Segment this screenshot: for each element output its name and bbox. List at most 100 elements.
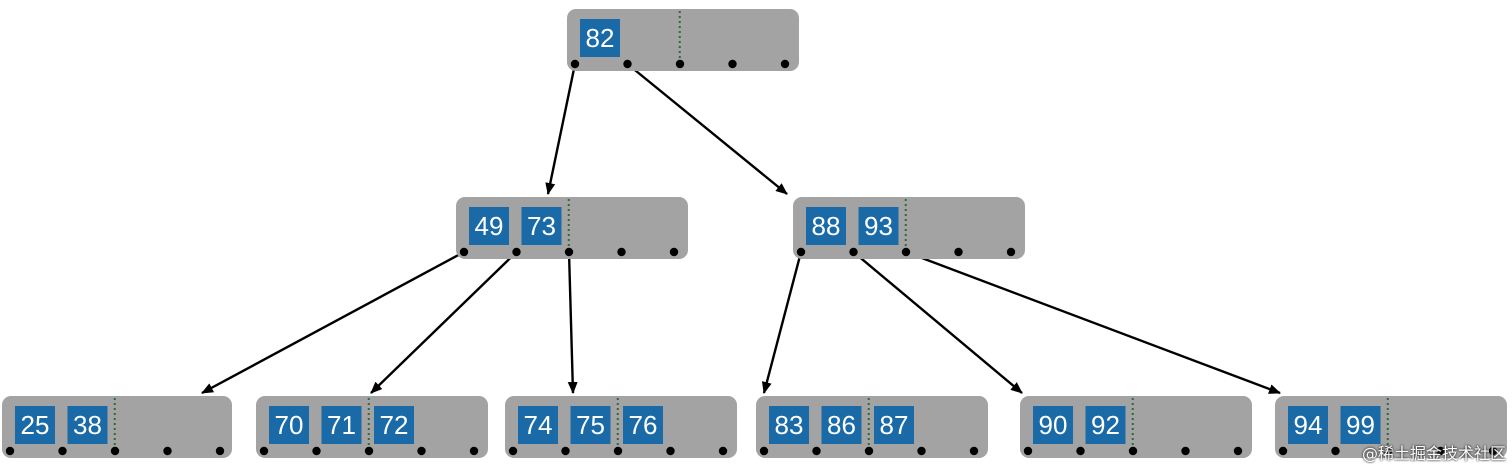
- key-label: 49: [475, 211, 504, 241]
- pointer-dot: [312, 446, 321, 456]
- key-label: 76: [629, 410, 658, 440]
- key-box: [67, 406, 108, 444]
- key-box: [874, 406, 914, 444]
- key-label: 99: [1346, 410, 1375, 440]
- node-background: [1275, 396, 1507, 458]
- key-box: [269, 406, 309, 444]
- pointer-dot: [718, 446, 728, 456]
- pointer-dot: [110, 446, 120, 456]
- watermark: @稀土掘金技术社区: [1361, 444, 1506, 463]
- pointer-dot: [796, 247, 806, 257]
- pointer-dot: [917, 446, 926, 456]
- key-box: [15, 406, 55, 444]
- node-background: [1020, 396, 1252, 458]
- pointer-dot: [623, 59, 632, 69]
- key-label: 83: [775, 410, 804, 440]
- pointer-dot: [1181, 446, 1190, 456]
- pointer-dot: [954, 247, 963, 257]
- pointer-dot: [259, 446, 269, 456]
- pointer-dot: [1278, 446, 1288, 456]
- key-box: [769, 406, 809, 444]
- pointer-dot: [417, 446, 426, 456]
- pointer-dot: [864, 446, 874, 456]
- key-label: 86: [827, 410, 856, 440]
- key-box: [1085, 406, 1126, 444]
- node-background: [756, 396, 988, 458]
- key-box: [821, 406, 862, 444]
- node-background: [256, 396, 488, 458]
- btree-node-mid-left: 49 73: [456, 197, 688, 259]
- key-label: 73: [527, 211, 556, 241]
- key-box: [521, 207, 562, 245]
- btree-node-leaf-1: 25 38: [2, 396, 232, 458]
- pointer-dot: [459, 247, 469, 257]
- pointer-dot: [1023, 446, 1033, 456]
- key-box: [469, 207, 509, 245]
- pointer-dot: [5, 446, 15, 456]
- pointer-dot: [1006, 247, 1016, 257]
- pointer-dot: [1436, 446, 1445, 456]
- pointer-dot: [1076, 446, 1085, 456]
- node-background: [456, 197, 688, 259]
- key-label: 74: [524, 410, 553, 440]
- pointer-dot: [675, 59, 685, 69]
- key-label: 87: [880, 410, 909, 440]
- edge-arrow-root-to-mid-left: [545, 63, 577, 195]
- edge-arrow-mid-left-to-leaf-3: [567, 251, 578, 394]
- key-box: [518, 406, 558, 444]
- pointer-dot: [215, 446, 225, 456]
- key-box: [580, 19, 620, 57]
- edge-arrow-mid-right-to-leaf-4: [761, 251, 803, 394]
- key-label: 92: [1091, 410, 1120, 440]
- edges-layer: [201, 63, 1281, 395]
- pointer-dot: [58, 446, 67, 456]
- edge-arrow-mid-right-to-leaf-6: [905, 250, 1281, 395]
- key-box: [623, 406, 663, 444]
- pointer-dot: [1331, 446, 1340, 456]
- pointer-dot: [666, 446, 675, 456]
- pointer-dot: [901, 247, 911, 257]
- edge-arrow-root-to-mid-right: [626, 63, 788, 195]
- key-label: 25: [21, 410, 50, 440]
- key-box: [321, 406, 362, 444]
- pointer-dot: [163, 446, 172, 456]
- node-background: [793, 197, 1025, 259]
- key-label: 71: [327, 410, 356, 440]
- pointer-dot: [780, 59, 790, 69]
- pointer-dot: [759, 446, 769, 456]
- btree-node-leaf-6: 94 99: [1275, 396, 1507, 458]
- pointer-dot: [512, 247, 521, 257]
- key-box: [858, 207, 899, 245]
- btree-node-leaf-2: 70 71 72: [256, 396, 488, 458]
- key-label: 82: [586, 23, 615, 53]
- pointer-dot: [508, 446, 518, 456]
- key-box: [1033, 406, 1073, 444]
- pointer-dot: [617, 247, 626, 257]
- key-label: 72: [380, 410, 409, 440]
- key-box: [570, 406, 611, 444]
- key-box: [1340, 406, 1381, 444]
- pointer-dot: [969, 446, 979, 456]
- btree-node-root: 82: [567, 9, 799, 71]
- pointer-dot: [1383, 446, 1393, 456]
- pointer-dot: [728, 59, 737, 69]
- key-label: 94: [1294, 410, 1323, 440]
- pointer-dot: [669, 247, 679, 257]
- pointer-dot: [1128, 446, 1138, 456]
- key-box: [374, 406, 414, 444]
- pointer-dot: [849, 247, 858, 257]
- key-box: [1288, 406, 1328, 444]
- key-label: 70: [275, 410, 304, 440]
- key-label: 38: [73, 410, 102, 440]
- node-background: [505, 396, 737, 458]
- pointer-dot: [812, 446, 821, 456]
- key-label: 93: [864, 211, 893, 241]
- edge-arrow-mid-left-to-leaf-1: [201, 250, 465, 395]
- key-box: [806, 207, 846, 245]
- key-label: 75: [576, 410, 605, 440]
- pointer-dot: [561, 446, 570, 456]
- pointer-dot: [469, 446, 479, 456]
